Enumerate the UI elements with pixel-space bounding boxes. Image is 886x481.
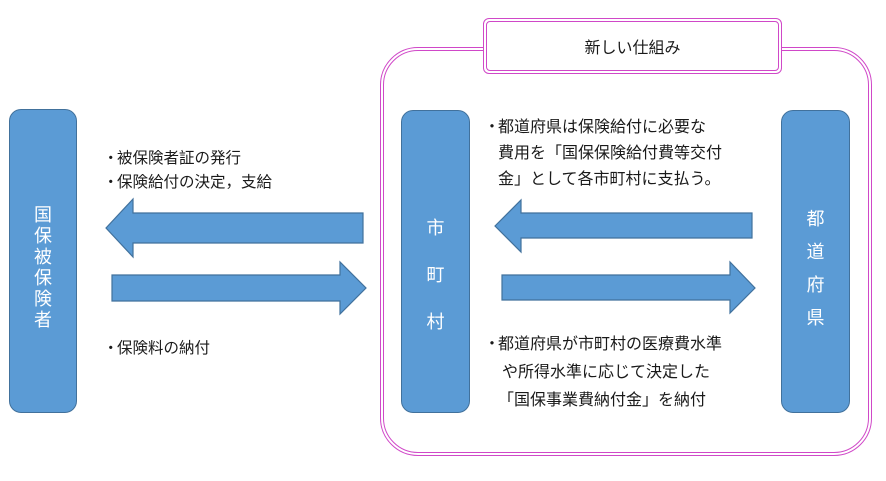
title-box: [483, 18, 782, 74]
insured-char: 国: [34, 205, 52, 226]
arrow-left-to-insured: [105, 197, 364, 259]
prefecture-box: 都 道 府 県: [781, 110, 850, 413]
note-line: 費用を「国保保険給付費等交付: [484, 140, 722, 166]
municipality-char: 町: [426, 265, 445, 286]
municipality-char: 村: [426, 312, 445, 333]
bullet: ・: [103, 173, 119, 191]
premium-payment-note: ・保険料の納付: [103, 336, 210, 360]
prefecture-char: 県: [806, 308, 825, 329]
note-line: ・都道府県が市町村の医療費水準: [484, 330, 722, 358]
prefecture-char: 府: [806, 275, 825, 296]
municipality-char: 市: [426, 218, 445, 239]
note-line: ・被保険者証の発行: [103, 146, 272, 170]
note-line: ・保険料の納付: [103, 336, 210, 360]
contribution-notes: ・都道府県が市町村の医療費水準 や所得水準に応じて決定した 「国保事業費納付金」…: [484, 330, 722, 414]
insured-benefits-notes: ・被保険者証の発行 ・保険給付の決定，支給: [103, 146, 272, 194]
note-text: 保険給付の決定，支給: [117, 173, 273, 191]
note-text: 「国保事業費納付金」を納付: [498, 390, 707, 409]
note-line: 「国保事業費納付金」を納付: [484, 386, 722, 414]
subsidy-notes: ・都道府県は保険給付に必要な 費用を「国保保険給付費等交付 金」として各市町村に…: [484, 114, 722, 192]
note-line: ・都道府県は保険給付に必要な: [484, 114, 722, 140]
title-label: 新しい仕組み: [486, 21, 779, 71]
note-text: 保険料の納付: [117, 339, 211, 357]
arrow-right-to-prefecture: [501, 260, 756, 315]
note-text: 費用を「国保保険給付費等交付: [498, 143, 723, 162]
bullet: ・: [103, 149, 119, 167]
insured-char: 者: [34, 310, 52, 331]
insured-char: 保: [34, 268, 52, 289]
prefecture-char: 道: [806, 242, 825, 263]
note-line: ・保険給付の決定，支給: [103, 170, 272, 194]
note-line: 金」として各市町村に支払う。: [484, 166, 722, 192]
bullet: ・: [484, 334, 501, 353]
bullet: ・: [103, 339, 119, 357]
bullet: ・: [484, 117, 501, 136]
prefecture-label: 都 道 府 県: [782, 203, 849, 335]
note-text: 金」として各市町村に支払う。: [498, 169, 721, 188]
insured-char: 保: [34, 226, 52, 247]
note-text: 被保険者証の発行: [117, 149, 242, 167]
prefecture-char: 都: [806, 209, 825, 230]
note-text: 都道府県は保険給付に必要な: [498, 117, 707, 136]
note-text: 都道府県が市町村の医療費水準: [498, 334, 723, 353]
insured-label: 国 保 被 保 険 者: [10, 205, 76, 331]
arrow-right-to-municipality: [111, 260, 367, 316]
insured-char: 被: [34, 247, 52, 268]
note-text: や所得水準に応じて決定した: [502, 362, 711, 381]
municipality-box: 市 町 村: [401, 110, 470, 413]
insured-box: 国 保 被 保 険 者: [9, 109, 77, 413]
insured-char: 険: [34, 289, 52, 310]
note-line: や所得水準に応じて決定した: [484, 358, 722, 386]
municipality-label: 市 町 村: [402, 205, 469, 346]
arrow-left-to-municipality: [494, 198, 753, 254]
